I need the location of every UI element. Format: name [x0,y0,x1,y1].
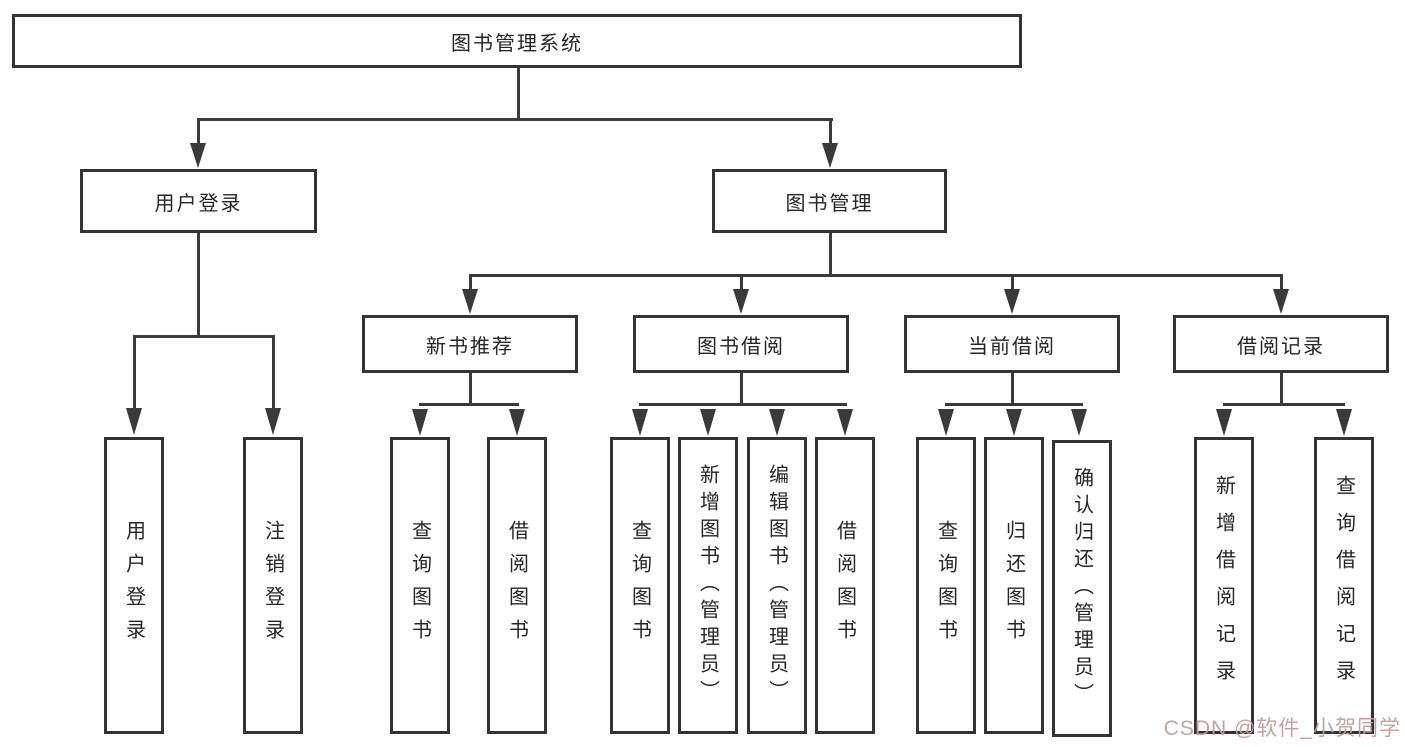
connector-user-login-shaft [197,118,200,144]
arrow-down-icon [126,408,142,435]
leaf-edit-books-admin: 编辑图书（管理员） [747,437,807,734]
connector-user-login-bar [133,335,275,338]
connector-down [740,373,743,406]
leaf-confirm-return-admin: 确认归还（管理员） [1052,440,1112,737]
leaf-query-books: 查询图书 [916,437,976,734]
connector-book-mgmt-down [829,233,832,277]
connector-shaft [740,274,743,290]
arrow-down-icon [822,143,838,168]
connector-shaft [133,335,136,409]
connector-shaft [469,274,472,290]
leaf-add-books-admin: 新增图书（管理员） [678,437,738,734]
arrow-down-icon [938,409,954,436]
connector-level1-bar [197,118,833,121]
leaf-label: 借阅图书 [505,519,528,652]
node-book-borrowing: 图书借阅 [633,315,849,373]
arrow-down-icon [190,143,206,168]
leaf-label: 查询图书 [408,519,431,652]
arrow-down-icon [412,409,428,436]
leaf-label: 注销登录 [261,519,284,652]
connector-root-stub [517,68,520,118]
leaf-label: 新增图书（管理员） [696,464,719,707]
leaf-query-borrow-record: 查询借阅记录 [1314,437,1374,734]
connector-bar [639,403,847,406]
leaf-borrow-books: 借阅图书 [487,437,547,734]
connector-bar [1223,403,1345,406]
arrow-down-icon [1071,409,1087,436]
arrow-down-icon [509,409,525,436]
arrow-down-icon [837,409,853,436]
arrow-down-icon [265,408,281,435]
connector-user-login-down [197,233,200,338]
leaf-query-books: 查询图书 [610,437,670,734]
connector-book-mgmt-shaft [829,118,832,144]
leaf-user-login: 用户登录 [104,437,164,734]
leaf-logout: 注销登录 [243,437,303,734]
arrow-down-icon [733,289,749,314]
arrow-down-icon [1216,409,1232,436]
arrow-down-icon [1336,409,1352,436]
connector-shaft [1280,274,1283,290]
node-borrowing-records: 借阅记录 [1173,315,1389,373]
node-book-management-system: 图书管理系统 [12,14,1022,68]
arrow-down-icon [632,409,648,436]
arrow-down-icon [1006,409,1022,436]
leaf-query-books: 查询图书 [390,437,450,734]
leaf-label: 查询借阅记录 [1332,474,1355,697]
leaf-label: 查询图书 [628,519,651,652]
leaf-add-borrow-record: 新增借阅记录 [1194,437,1254,734]
connector-down [1280,373,1283,406]
node-current-borrowing: 当前借阅 [904,315,1120,373]
leaf-label: 新增借阅记录 [1212,474,1235,697]
node-new-book-recommendation: 新书推荐 [362,315,578,373]
connector-shaft [1011,274,1014,290]
connector-bar [419,403,519,406]
connector-down [469,373,472,406]
leaf-label: 编辑图书（管理员） [765,464,788,707]
connector-shaft [272,335,275,409]
node-user-login: 用户登录 [80,169,317,233]
arrow-down-icon [1273,289,1289,314]
leaf-label: 用户登录 [122,519,145,652]
connector-level2-bar [469,274,1283,277]
arrow-down-icon [769,409,785,436]
csdn-watermark: CSDN @软件_小贺同学 [1163,717,1401,740]
leaf-label: 归还图书 [1002,519,1025,652]
leaf-label: 借阅图书 [833,519,856,652]
arrow-down-icon [462,289,478,314]
leaf-borrow-books: 借阅图书 [815,437,875,734]
leaf-return-books: 归还图书 [984,437,1044,734]
leaf-label: 查询图书 [934,519,957,652]
arrow-down-icon [1004,289,1020,314]
node-book-management: 图书管理 [712,169,947,233]
leaf-label: 确认归还（管理员） [1070,467,1093,710]
arrow-down-icon [700,409,716,436]
connector-bar [945,403,1083,406]
connector-down [1011,373,1014,406]
